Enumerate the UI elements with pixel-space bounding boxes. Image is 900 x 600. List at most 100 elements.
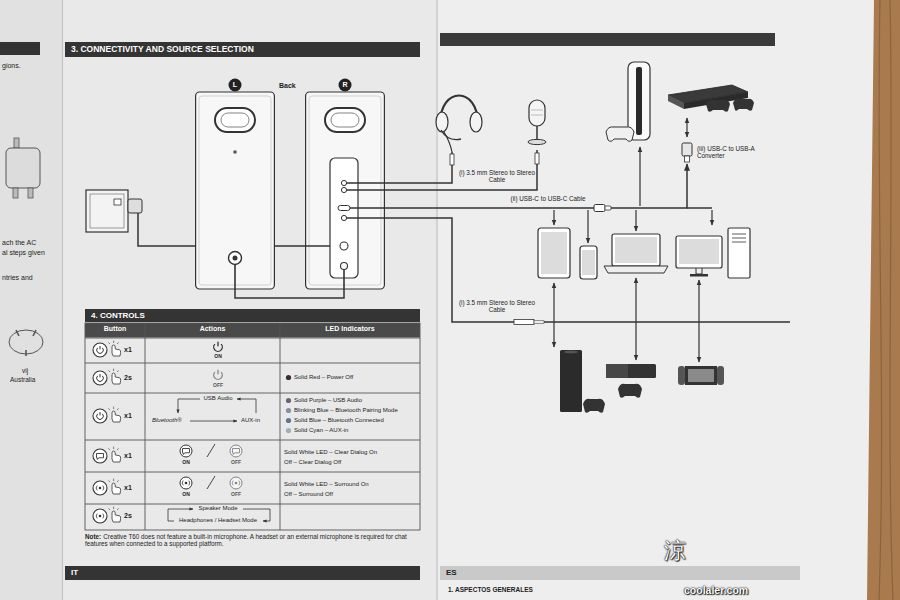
state-label: OFF xyxy=(226,460,246,466)
node-text: R xyxy=(305,78,385,92)
node-text: IT xyxy=(71,568,78,577)
paper-sheets xyxy=(62,0,438,600)
button-icon xyxy=(93,481,107,495)
plug-adapter-illustration xyxy=(13,188,18,198)
button-icon xyxy=(93,509,107,523)
cable-label: (ii) USB-C to USB-C Cable xyxy=(498,195,598,202)
usb-c-plug xyxy=(594,205,611,212)
right-speaker-drawing xyxy=(340,242,348,250)
press-count: 2s xyxy=(124,374,132,382)
led-dot xyxy=(286,398,291,403)
headset-icon xyxy=(441,130,461,140)
button-icon xyxy=(93,343,107,523)
mode-label: AUX-in xyxy=(241,417,260,424)
action-icon xyxy=(182,481,189,486)
microphone-icon xyxy=(528,139,546,144)
mode-cycle-arrow xyxy=(190,421,237,422)
right-speaker-drawing xyxy=(341,215,346,220)
press-count: x1 xyxy=(124,452,132,460)
ps5-console xyxy=(606,127,634,141)
right-speaker-drawing xyxy=(305,78,385,290)
section-bar xyxy=(0,42,40,55)
node-text: 4. CONTROLS xyxy=(91,311,145,320)
button-icon xyxy=(97,454,104,460)
watermark: coolaler.com xyxy=(684,584,748,596)
button-icon xyxy=(93,371,107,385)
node-text: L xyxy=(195,78,275,92)
note-paragraph: Note:Creative T60 does not feature a bui… xyxy=(85,533,420,547)
left-speaker-drawing xyxy=(215,108,255,132)
tablet-icon xyxy=(538,228,570,278)
wall-socket xyxy=(128,199,142,213)
desktop-icon xyxy=(690,274,708,277)
button-icon xyxy=(93,343,107,357)
action-icon xyxy=(180,477,192,489)
wall-socket xyxy=(114,199,121,205)
wall-socket xyxy=(86,190,142,232)
connection-arrow xyxy=(553,210,554,225)
plug-adapter-illustration xyxy=(14,138,19,148)
ps4-console xyxy=(733,99,754,111)
led-description: Off – Clear Dialog Off xyxy=(284,459,341,466)
press-count: x1 xyxy=(124,484,132,492)
xbox-series-x xyxy=(560,350,582,412)
microphone-icon xyxy=(536,126,538,140)
paper-sheets xyxy=(436,0,438,600)
desktop-icon xyxy=(728,228,750,278)
paper-sheets xyxy=(0,0,874,600)
connection-arrow xyxy=(698,280,699,362)
paper-sheets xyxy=(0,0,64,600)
desktop-icon xyxy=(676,228,750,278)
action-icon xyxy=(233,449,240,455)
led-description: Solid White LED – Clear Dialog On xyxy=(284,449,377,456)
cut-off-text: ach the AC xyxy=(2,239,36,247)
action-icon xyxy=(180,477,192,489)
ps4-console xyxy=(668,85,754,112)
stereo-plug xyxy=(534,321,544,323)
left-speaker-drawing xyxy=(199,96,271,285)
action-icon xyxy=(230,445,242,457)
nintendo-switch xyxy=(678,366,685,385)
xbox-series-x xyxy=(564,351,578,354)
left-speaker-drawing xyxy=(196,92,275,289)
action-icon xyxy=(180,445,192,457)
led-dot xyxy=(286,375,291,380)
phone-icon xyxy=(582,250,595,275)
table-header: Button xyxy=(85,325,145,333)
xbox-one xyxy=(606,364,656,378)
microphone-icon xyxy=(531,110,543,115)
right-speaker-drawing xyxy=(306,92,385,289)
left-speaker-drawing xyxy=(221,113,249,127)
press-hand-icon xyxy=(108,341,120,356)
cable-label: (i) 3.5 mm Stereo to Stereo Cable xyxy=(459,169,535,183)
action-icon xyxy=(230,445,242,457)
right-speaker: R xyxy=(305,78,385,290)
tablet-icon xyxy=(541,232,567,274)
led-dot xyxy=(286,428,291,433)
controls-table xyxy=(85,323,420,338)
state-label: OFF xyxy=(226,492,246,498)
press-count: x1 xyxy=(124,412,132,420)
state-label: ON xyxy=(203,354,233,360)
action-icon xyxy=(232,481,239,486)
connection-arrow xyxy=(711,210,712,225)
left-speaker-drawing xyxy=(229,252,242,265)
mode-cycle-arrow xyxy=(178,399,200,413)
action-icon xyxy=(230,477,242,489)
desktop-icon xyxy=(676,236,722,268)
action-icon xyxy=(214,342,223,352)
action-icon xyxy=(214,342,223,352)
view-label: Back xyxy=(279,82,296,90)
led-dot xyxy=(286,375,291,433)
wood-table xyxy=(879,0,893,600)
press-hand-icon xyxy=(108,447,120,462)
audio-cable xyxy=(385,150,537,190)
connection-arrow xyxy=(587,210,588,243)
nintendo-switch xyxy=(685,366,717,385)
controls-table xyxy=(85,323,420,530)
